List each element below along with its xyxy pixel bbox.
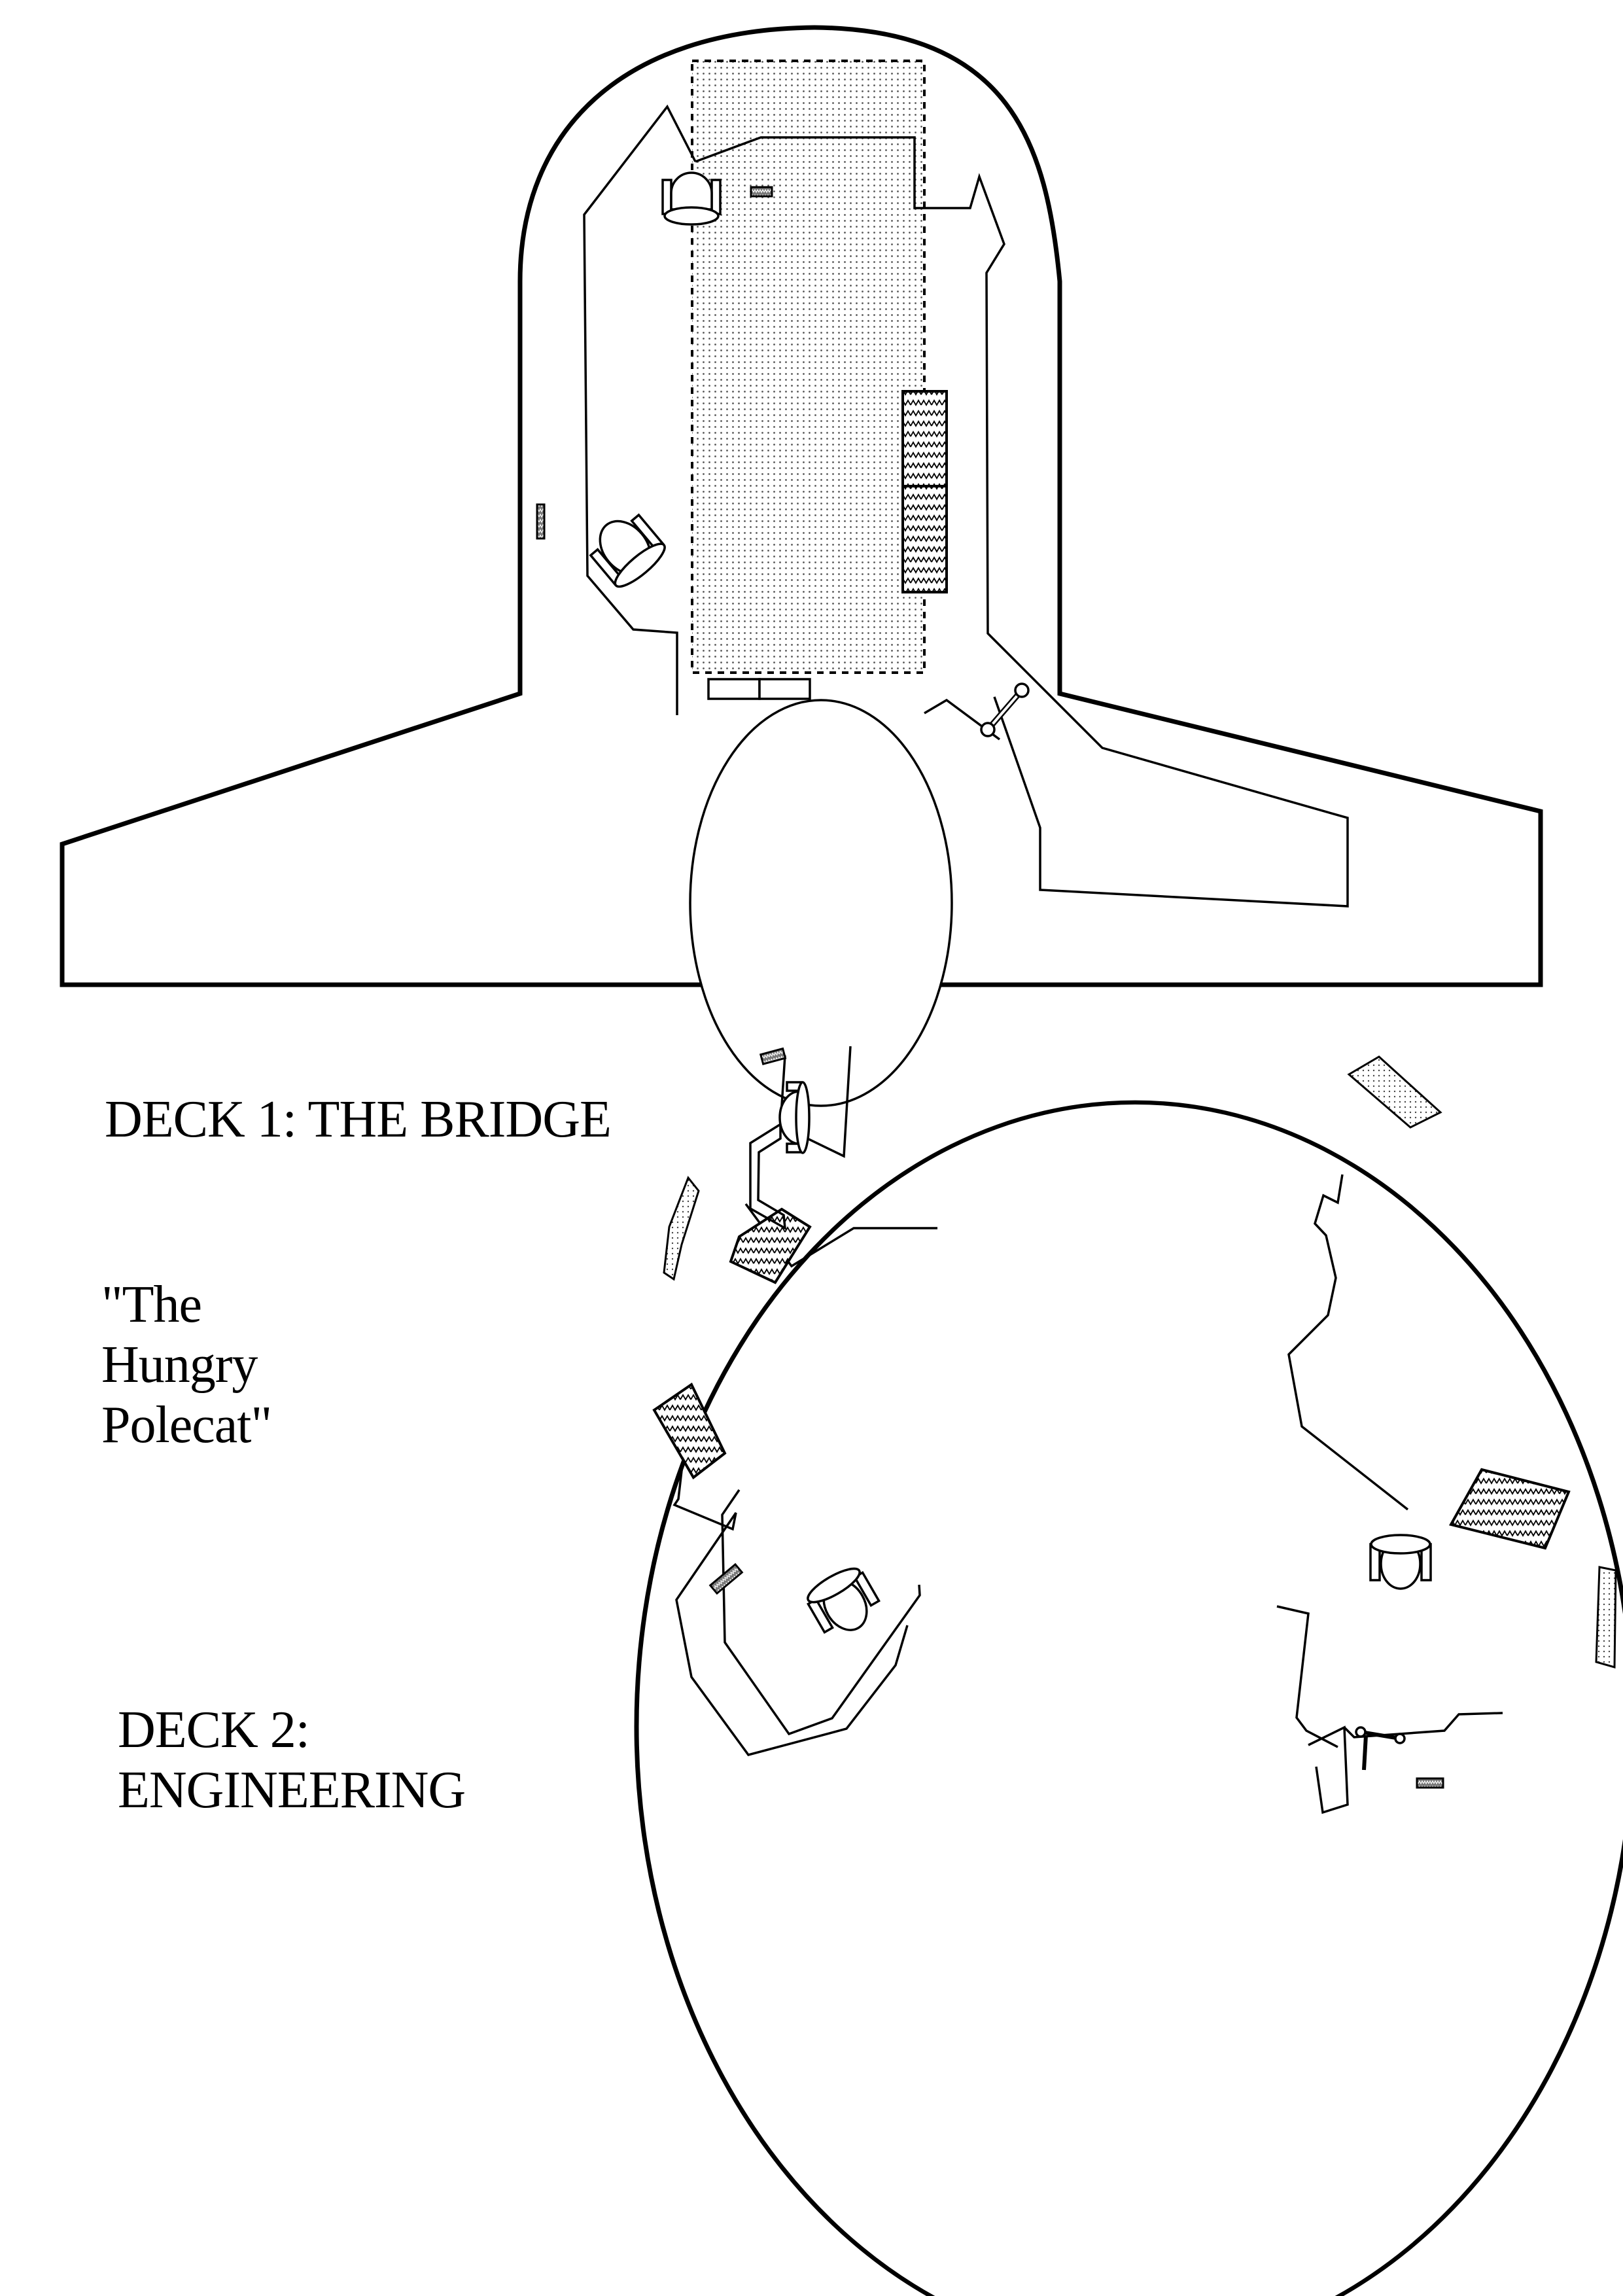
eng-console-left[interactable] [652,1383,727,1479]
bridge-wall-panel-top [750,186,773,198]
eng-console-top[interactable] [729,1207,812,1284]
ship-name-line: Polecat" [101,1396,272,1454]
deck-1-label: DECK 1: THE BRIDGE [105,1091,612,1148]
captain-chair[interactable] [661,171,722,226]
eng-wall-panel-top [759,1047,787,1065]
hull-window-top-right [1347,1055,1442,1129]
deck-1-bridge [60,25,1543,1107]
eng-ladder[interactable] [1355,1726,1406,1771]
deck-2-hull-outline [634,1100,1623,2296]
deck-2-label-line: DECK 2: [118,1701,310,1759]
ship-name: "The Hungry Polecat" [101,1275,363,1455]
bridge-double-console[interactable] [901,390,948,593]
bridge-lift-shaft[interactable] [689,699,953,1107]
hull-window-left [663,1176,700,1281]
deck-2-label: DECK 2: ENGINEERING [118,1700,466,1820]
eng-console-right[interactable] [1448,1468,1571,1550]
bridge-wall-panel-left [536,503,546,540]
bridge-lift-doors[interactable] [707,678,811,700]
eng-station-right[interactable] [1276,1534,1503,1814]
bridge-left-inner-wall [583,104,697,715]
ship-name-line: Hungry [101,1336,258,1394]
hull-window-right [1595,1566,1617,1669]
eng-top-wall [779,1046,852,1158]
ship-name-line: "The [101,1276,202,1333]
deck-1-hull-outline [60,25,1543,987]
deck-2-label-line: ENGINEERING [118,1761,466,1819]
eng-wall-panel-left [708,1563,744,1595]
pilot-chair[interactable] [582,505,670,593]
bridge-ladder[interactable] [980,682,1030,737]
eng-right-wall [1287,1174,1409,1511]
bridge-top-inner-wall [695,136,1349,908]
eng-station-left[interactable] [672,1464,921,1756]
eng-station-top[interactable] [749,1081,811,1231]
central-dotted-walkway [691,60,926,674]
deck-2-engineering [634,1046,1623,2296]
eng-wall-panel-right [1416,1777,1444,1789]
